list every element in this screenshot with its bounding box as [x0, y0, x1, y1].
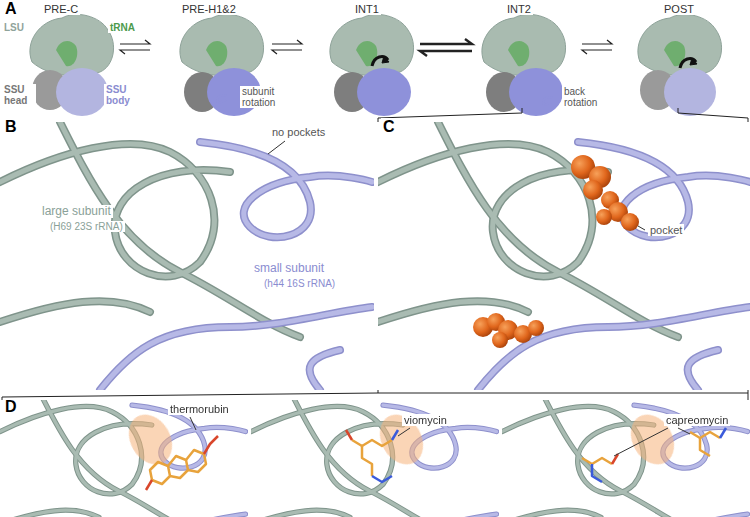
trna-label: tRNA [108, 22, 137, 33]
drug-label: capreomycin [664, 414, 730, 426]
rrna-label: (h44 16S rRNA) [262, 278, 337, 289]
subunit-label: large subunit [40, 205, 113, 218]
callout-label: pocket [648, 224, 684, 236]
state-name: PRE-C [42, 3, 80, 15]
callout-label: no pockets [270, 126, 327, 138]
subunit-label: small subunit [252, 262, 326, 275]
subunit-label: SSU body [104, 84, 138, 106]
drug-label: thermorubin [168, 403, 231, 415]
subunit-label: LSU [2, 22, 26, 33]
panel-letter: D [3, 398, 19, 416]
panel-letter: B [3, 118, 19, 136]
state-name: POST [662, 3, 696, 15]
rotation-label: back rotation [562, 86, 618, 108]
panel-letter: A [3, 0, 19, 18]
rrna-label: (H69 23S rRNA) [48, 221, 125, 232]
state-name: PRE-H1&2 [180, 3, 238, 15]
drug-label: viomycin [402, 414, 449, 426]
state-name: INT2 [505, 3, 533, 15]
state-name: INT1 [353, 3, 381, 15]
panel-letter: C [381, 118, 397, 136]
rotation-label: subunit rotation [240, 86, 296, 108]
subunit-label: SSU head [2, 84, 36, 106]
